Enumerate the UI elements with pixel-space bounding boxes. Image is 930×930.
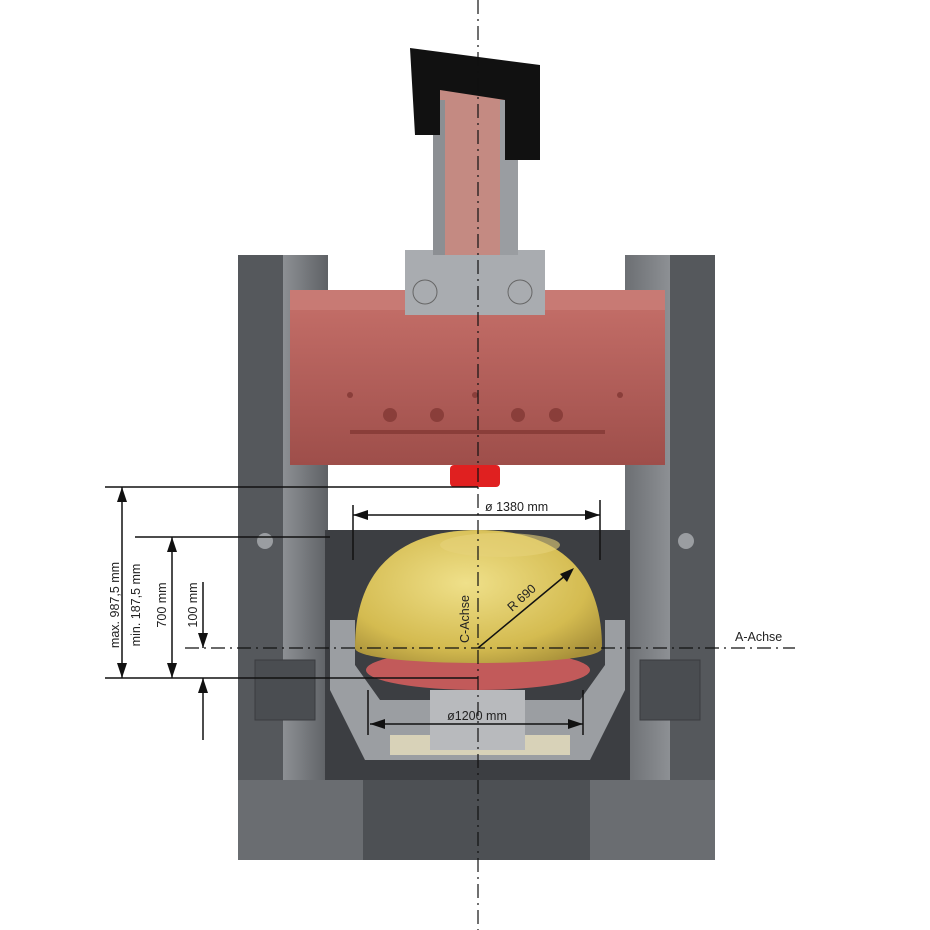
spindle-unit: [405, 48, 545, 487]
height-700-label: 700 mm: [155, 582, 169, 627]
tilting-cradle: [330, 620, 625, 760]
offset-100-label: 100 mm: [186, 582, 200, 627]
min-height-label: min. 187,5 mm: [129, 564, 143, 647]
motor: [410, 48, 540, 160]
c-axis-label: C-Achse: [458, 595, 472, 643]
max-height-label: max. 987,5 mm: [108, 562, 122, 648]
dimension-lines: [105, 0, 795, 930]
spindle-nozzle: [450, 465, 500, 487]
dome-workpiece: [355, 530, 602, 663]
dimension-arrows: [117, 487, 600, 729]
diameter-1380-label: ø 1380 mm: [485, 500, 548, 514]
diameter-1200-label: ø1200 mm: [447, 709, 507, 723]
a-axis-label: A-Achse: [735, 630, 782, 644]
